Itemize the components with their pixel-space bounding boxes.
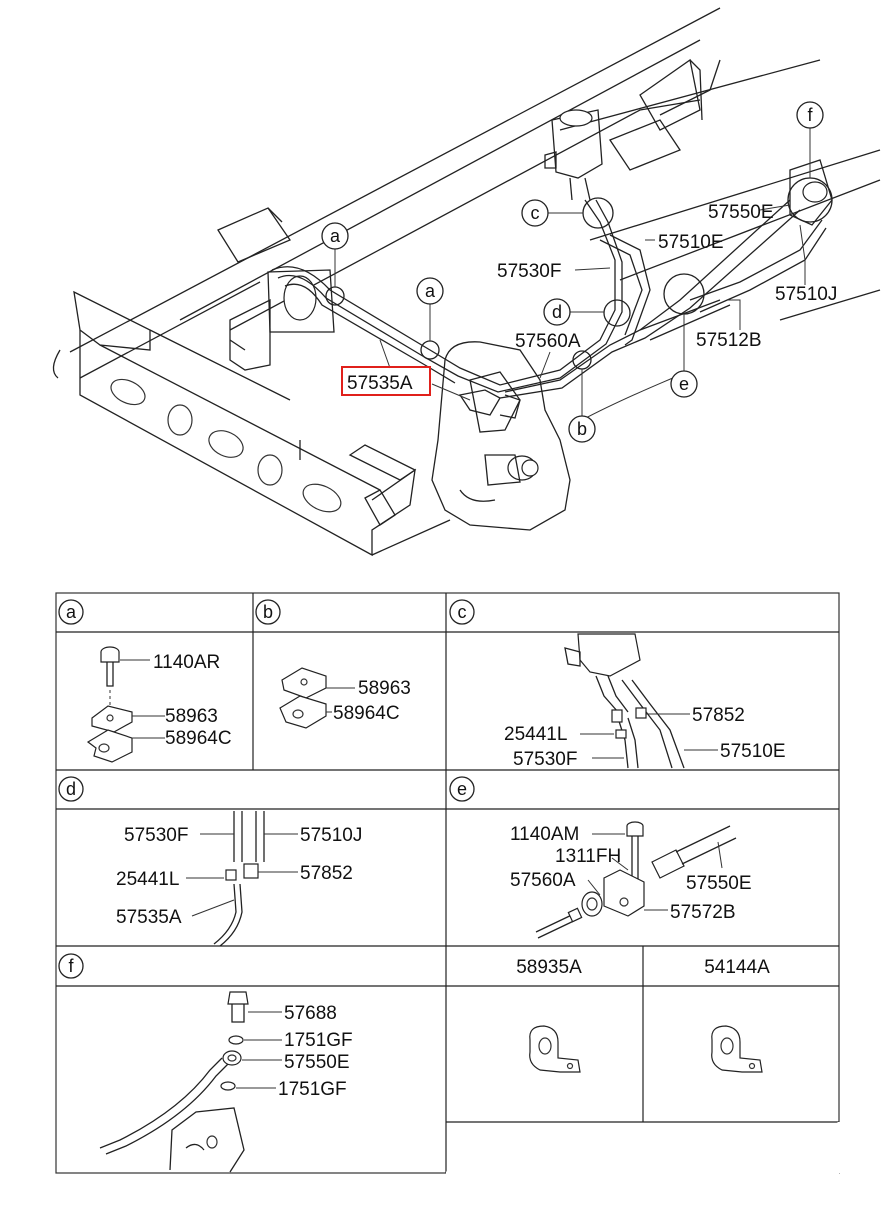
label-57510J[interactable]: 57510J <box>775 284 837 305</box>
callout-a-2[interactable]: a <box>416 277 444 305</box>
panel-e-part-2[interactable]: 1311FH <box>555 846 621 867</box>
panel-e-drawing <box>535 821 737 939</box>
panel-f-header: f <box>58 953 84 979</box>
panel-c-part-4[interactable]: 57510E <box>720 741 786 762</box>
highlight-box <box>341 366 431 396</box>
panel-d-part-3[interactable]: 25441L <box>116 869 179 890</box>
clamp-58935A-drawing[interactable] <box>529 1025 581 1073</box>
panel-e-header: e <box>449 776 475 802</box>
label-57550E[interactable]: 57550E <box>708 202 774 223</box>
svg-text:a: a <box>425 281 436 301</box>
callout-a-1[interactable]: a <box>321 222 349 250</box>
panel-f-drawing <box>99 991 282 1173</box>
svg-text:b: b <box>263 602 273 622</box>
panel-f-part-2[interactable]: 1751GF <box>284 1030 353 1051</box>
svg-text:e: e <box>457 779 467 799</box>
callout-d[interactable]: d <box>543 298 571 326</box>
panel-c-part-1[interactable]: 57852 <box>692 705 745 726</box>
panel-d-part-1[interactable]: 57530F <box>124 825 188 846</box>
panel-f-part-3[interactable]: 57550E <box>284 1052 350 1073</box>
panel-e-part-5[interactable]: 57572B <box>670 902 736 923</box>
panel-d-part-4[interactable]: 57852 <box>300 863 353 884</box>
svg-text:57535A: 57535A <box>347 373 413 394</box>
panel-b-drawing <box>279 667 355 729</box>
clamp-54144A-drawing[interactable] <box>711 1025 763 1073</box>
panel-b-header: b <box>255 599 281 625</box>
panel-a-part-2[interactable]: 58963 <box>165 706 218 727</box>
panel-58935A-title: 58935A <box>516 957 582 978</box>
svg-text:f: f <box>807 105 813 125</box>
panel-d-part-2[interactable]: 57510J <box>300 825 362 846</box>
label-57512B[interactable]: 57512B <box>696 330 762 351</box>
svg-text:d: d <box>66 779 76 799</box>
svg-text:c: c <box>458 602 467 622</box>
callout-c[interactable]: c <box>521 199 549 227</box>
panel-b-part-2[interactable]: 58964C <box>333 703 400 724</box>
svg-text:e: e <box>679 374 689 394</box>
detail-table <box>55 592 841 1175</box>
panel-f-part-1[interactable]: 57688 <box>284 1003 337 1024</box>
svg-text:c: c <box>531 203 540 223</box>
callout-f[interactable]: f <box>796 101 824 129</box>
label-57560A[interactable]: 57560A <box>515 331 581 352</box>
panel-f-part-4[interactable]: 1751GF <box>278 1079 347 1100</box>
panel-a-part-1[interactable]: 1140AR <box>153 652 220 673</box>
panel-d-part-5[interactable]: 57535A <box>116 907 182 928</box>
svg-text:a: a <box>66 602 77 622</box>
panel-e-part-1[interactable]: 1140AM <box>510 824 579 845</box>
callout-b[interactable]: b <box>568 415 596 443</box>
panel-c-part-3[interactable]: 57530F <box>513 749 577 770</box>
panel-a-drawing <box>86 646 165 763</box>
panel-c-part-2[interactable]: 25441L <box>504 724 567 745</box>
label-57530F[interactable]: 57530F <box>497 261 561 282</box>
panel-b-part-1[interactable]: 58963 <box>358 678 411 699</box>
panel-e-part-4[interactable]: 57550E <box>686 873 752 894</box>
panel-d-drawing <box>186 811 298 947</box>
panel-c-header: c <box>449 599 475 625</box>
panel-d-header: d <box>58 776 84 802</box>
panel-c-drawing <box>564 633 718 769</box>
svg-text:b: b <box>577 419 587 439</box>
svg-text:a: a <box>330 226 341 246</box>
vehicle-frame-drawing <box>52 7 881 557</box>
svg-text:d: d <box>552 302 562 322</box>
panel-54144A-title: 54144A <box>704 957 770 978</box>
panel-a-header: a <box>58 599 84 625</box>
callout-e[interactable]: e <box>670 370 698 398</box>
panel-a-part-3[interactable]: 58964C <box>165 728 232 749</box>
label-57535A-highlighted[interactable]: 57535A <box>341 366 431 396</box>
svg-text:f: f <box>68 956 74 976</box>
label-57510E[interactable]: 57510E <box>658 232 724 253</box>
panel-e-part-3[interactable]: 57560A <box>510 870 576 891</box>
